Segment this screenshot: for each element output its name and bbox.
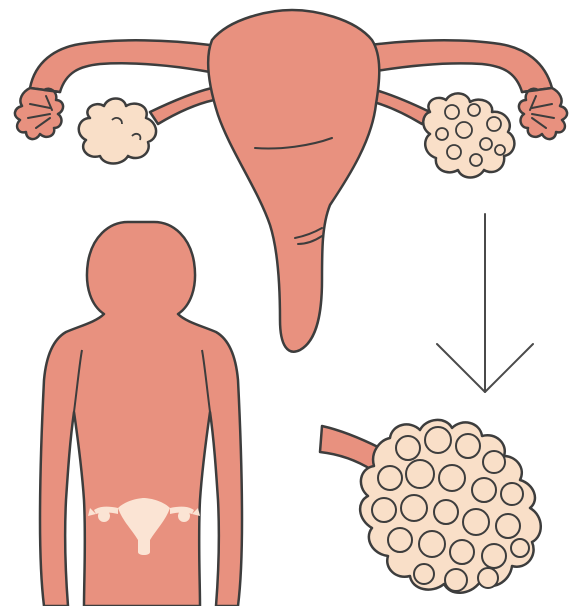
zoomed-polycystic-ovary-icon	[320, 420, 541, 593]
left-fallopian-tube	[30, 40, 210, 92]
arrow-down-icon	[437, 214, 533, 392]
woman-silhouette-icon	[40, 222, 242, 606]
polycystic-ovary-icon	[423, 93, 514, 177]
right-fallopian-tube	[370, 40, 552, 92]
uterus-body	[208, 10, 379, 352]
zoomed-tube	[320, 426, 380, 470]
left-fimbriae	[15, 88, 63, 139]
right-fimbriae	[519, 88, 567, 139]
left-ovarian-ligament	[150, 88, 214, 124]
healthy-ovary-icon	[79, 99, 156, 164]
